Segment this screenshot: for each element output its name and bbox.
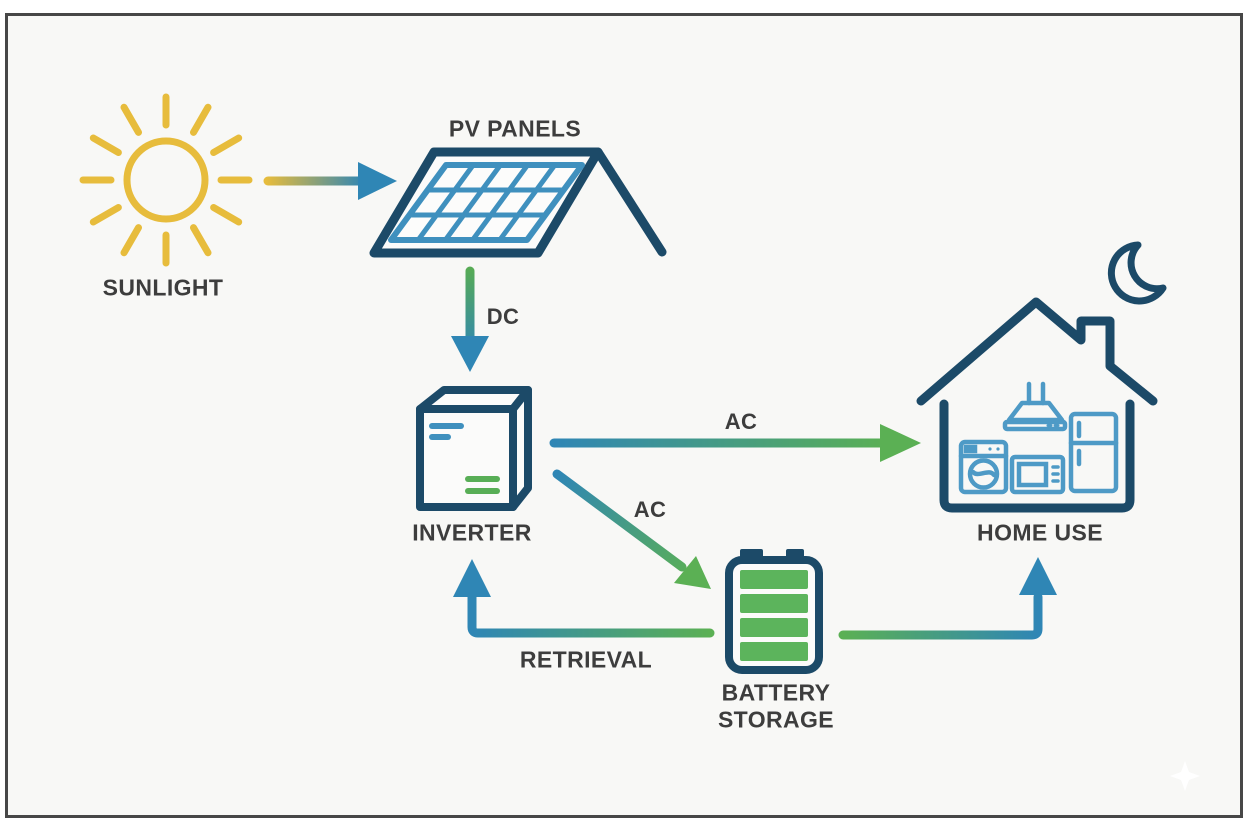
dc-label: DC <box>486 304 520 329</box>
washing-machine-icon <box>958 439 1009 495</box>
arrow-ac-to-home <box>549 424 921 462</box>
ac-to-battery-label: AC <box>633 497 667 522</box>
battery-label-line1: BATTERY <box>721 679 831 706</box>
home-use-label: HOME USE <box>977 519 1103 546</box>
arrow-dc <box>451 266 489 372</box>
roof-icon <box>593 147 667 257</box>
microwave-icon <box>1009 454 1066 495</box>
retrieval-label: RETRIEVAL <box>519 646 653 673</box>
solar-panel-icon <box>369 147 667 258</box>
battery-icon <box>725 549 823 674</box>
canvas-frame <box>5 13 1243 818</box>
arrow-sunlight-to-panels <box>263 162 397 200</box>
arrow-battery-to-home <box>838 557 1057 640</box>
house-icon <box>916 241 1167 513</box>
ac-to-home-label: AC <box>724 409 758 434</box>
refrigerator-icon <box>1068 411 1119 494</box>
sparkle-icon <box>1170 761 1200 791</box>
sun-icon <box>79 93 253 267</box>
arrow-retrieval <box>453 559 715 638</box>
battery-label-line2: STORAGE <box>717 706 835 733</box>
house-walls <box>939 399 1135 513</box>
roof-chimney-outline <box>916 297 1158 406</box>
moon-icon <box>1107 241 1167 305</box>
inverter-icon <box>416 386 532 511</box>
arrow-ac-to-battery <box>552 469 711 589</box>
pv-panels-label: PV PANELS <box>448 115 582 142</box>
inverter-label: INVERTER <box>412 519 532 546</box>
sunlight-label: SUNLIGHT <box>102 274 224 301</box>
range-hood-icon <box>1002 381 1068 432</box>
